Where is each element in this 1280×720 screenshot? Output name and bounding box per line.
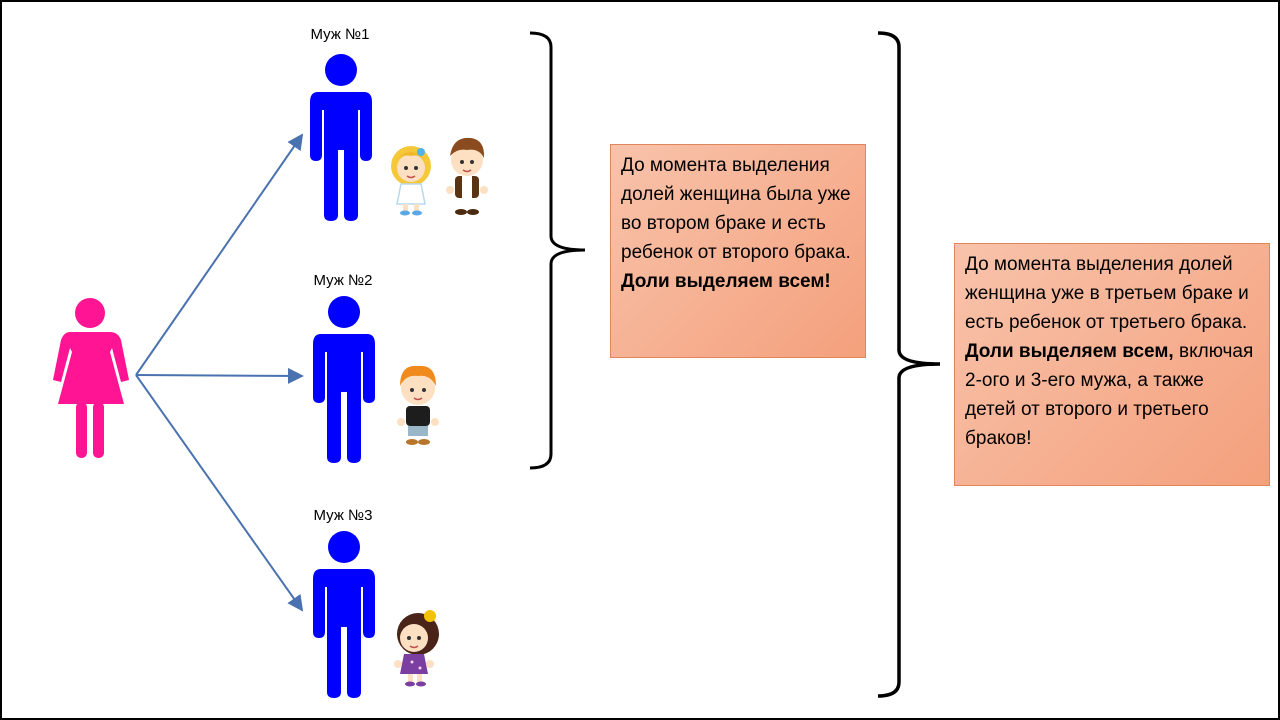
note-third-marriage-bold: Доли выделяем всем,: [965, 341, 1174, 362]
note-third-marriage-text: До момента выделения долей женщина уже в…: [965, 254, 1249, 333]
arrow-to-husband-3: [135, 374, 304, 612]
man-icon-husband-1: [310, 54, 372, 221]
child-girl-dark-icon: [394, 610, 439, 687]
husband-1-label: Муж №1: [310, 26, 370, 43]
note-third-marriage-tail: включая 2-ого и 3-его мужа, а также дете…: [965, 341, 1254, 449]
child-girl-blonde-icon: [391, 146, 431, 216]
note-third-marriage: До момента выделения долей женщина уже в…: [954, 243, 1270, 486]
arrow-to-husband-1: [135, 133, 304, 376]
husband-2-label: Муж №2: [313, 272, 373, 289]
note-second-marriage-bold: Доли выделяем всем!: [621, 271, 831, 292]
bracket-large: [877, 31, 941, 698]
arrow-to-husband-2: [135, 367, 304, 384]
man-icon-husband-2: [313, 296, 375, 463]
child-boy-brown-icon: [446, 137, 488, 215]
husband-3-label: Муж №3: [313, 507, 373, 524]
child-boy-orange-icon: [397, 365, 439, 445]
man-icon-husband-3: [313, 531, 375, 698]
bracket-small: [529, 31, 586, 470]
note-second-marriage-text: До момента выделения долей женщина была …: [621, 155, 851, 263]
note-second-marriage: До момента выделения долей женщина была …: [610, 144, 866, 358]
woman-icon: [53, 298, 129, 458]
